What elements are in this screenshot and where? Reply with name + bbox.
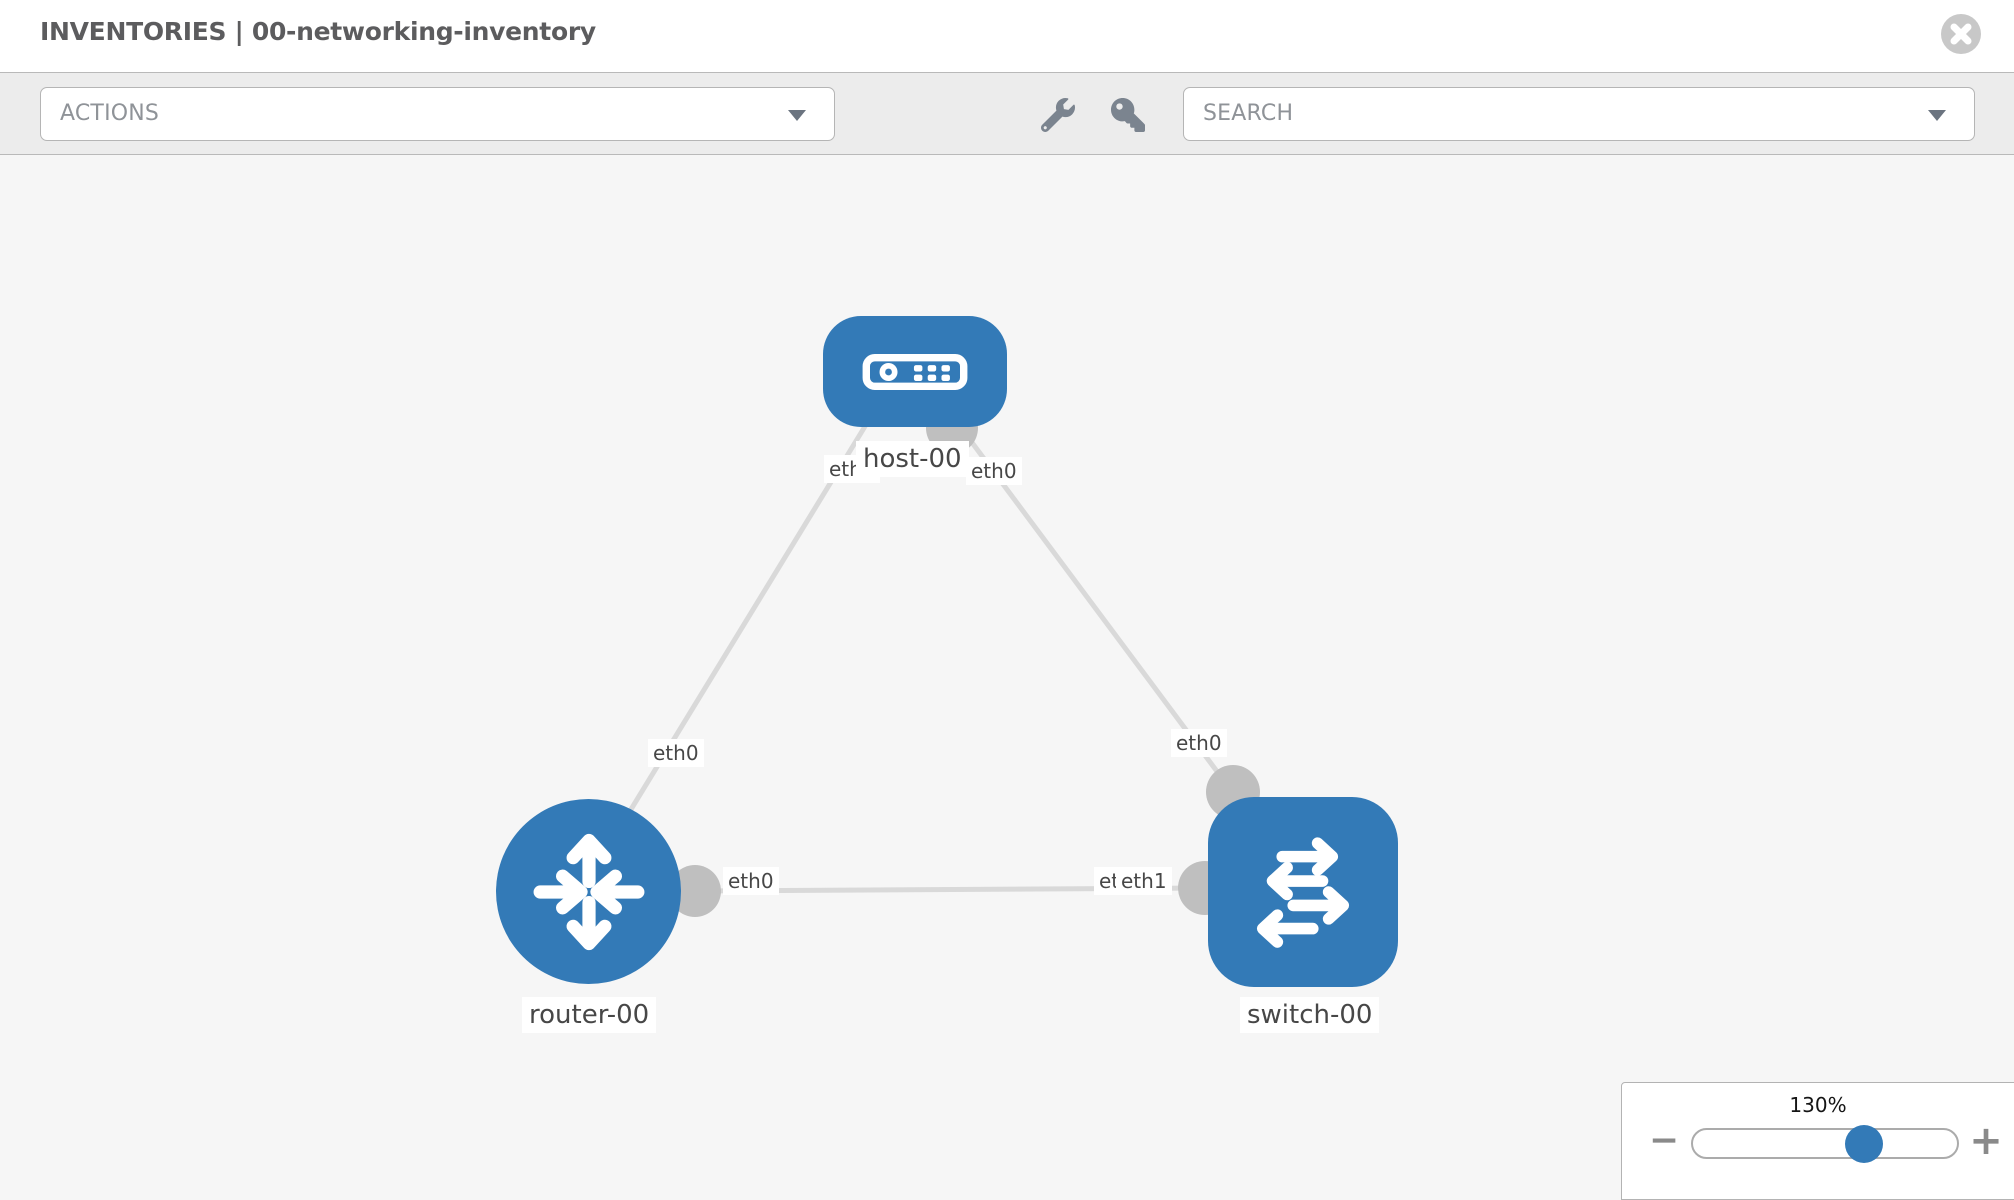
tools-button[interactable]	[1036, 93, 1080, 137]
node-router-00[interactable]	[496, 799, 681, 984]
close-icon	[1950, 23, 1972, 45]
search-placeholder: SEARCH	[1203, 101, 1294, 126]
topology-canvas[interactable]: eth0 host-00 eth0 eth0 eth0 eth0 eth0 et…	[0, 155, 2014, 1200]
router-icon	[533, 833, 644, 950]
header: INVENTORIES | 00-networking-inventory	[0, 0, 2014, 72]
zoom-out-button[interactable]: −	[1644, 1119, 1684, 1163]
node-label-router: router-00	[522, 997, 657, 1033]
toolbar: ACTIONS SEARCH	[0, 72, 2014, 155]
node-switch-00[interactable]	[1208, 797, 1398, 987]
node-label-host: host-00	[856, 441, 969, 477]
host-icon	[862, 353, 968, 390]
zoom-slider-thumb[interactable]	[1845, 1125, 1883, 1163]
interface-label-host-router-mid: eth0	[648, 739, 704, 767]
interface-label-host-right: eth0	[966, 457, 1022, 485]
switch-icon	[1256, 837, 1350, 948]
router-port-circle	[669, 865, 721, 917]
interface-label-switch-port-front: eth1	[1116, 867, 1172, 895]
actions-dropdown[interactable]: ACTIONS	[40, 87, 835, 141]
zoom-panel: 130% − +	[1621, 1082, 2014, 1200]
page-title: INVENTORIES | 00-networking-inventory	[40, 17, 596, 46]
actions-dropdown-label: ACTIONS	[60, 101, 160, 126]
zoom-level-label: 130%	[1789, 1093, 1847, 1117]
close-button[interactable]	[1941, 14, 1981, 54]
node-host-00[interactable]	[823, 316, 1007, 427]
chevron-down-icon	[788, 110, 806, 121]
wrench-icon	[1041, 98, 1075, 132]
node-label-switch: switch-00	[1240, 997, 1380, 1033]
zoom-slider-track[interactable]	[1691, 1128, 1959, 1159]
interface-label-host-switch-mid: eth0	[1171, 729, 1227, 757]
chevron-down-icon	[1928, 110, 1946, 121]
search-dropdown[interactable]: SEARCH	[1183, 87, 1975, 141]
zoom-in-button[interactable]: +	[1966, 1117, 2006, 1165]
interface-label-router-port: eth0	[723, 867, 779, 895]
credentials-button[interactable]	[1106, 93, 1150, 137]
links-layer	[605, 402, 1260, 917]
key-icon	[1111, 98, 1145, 132]
